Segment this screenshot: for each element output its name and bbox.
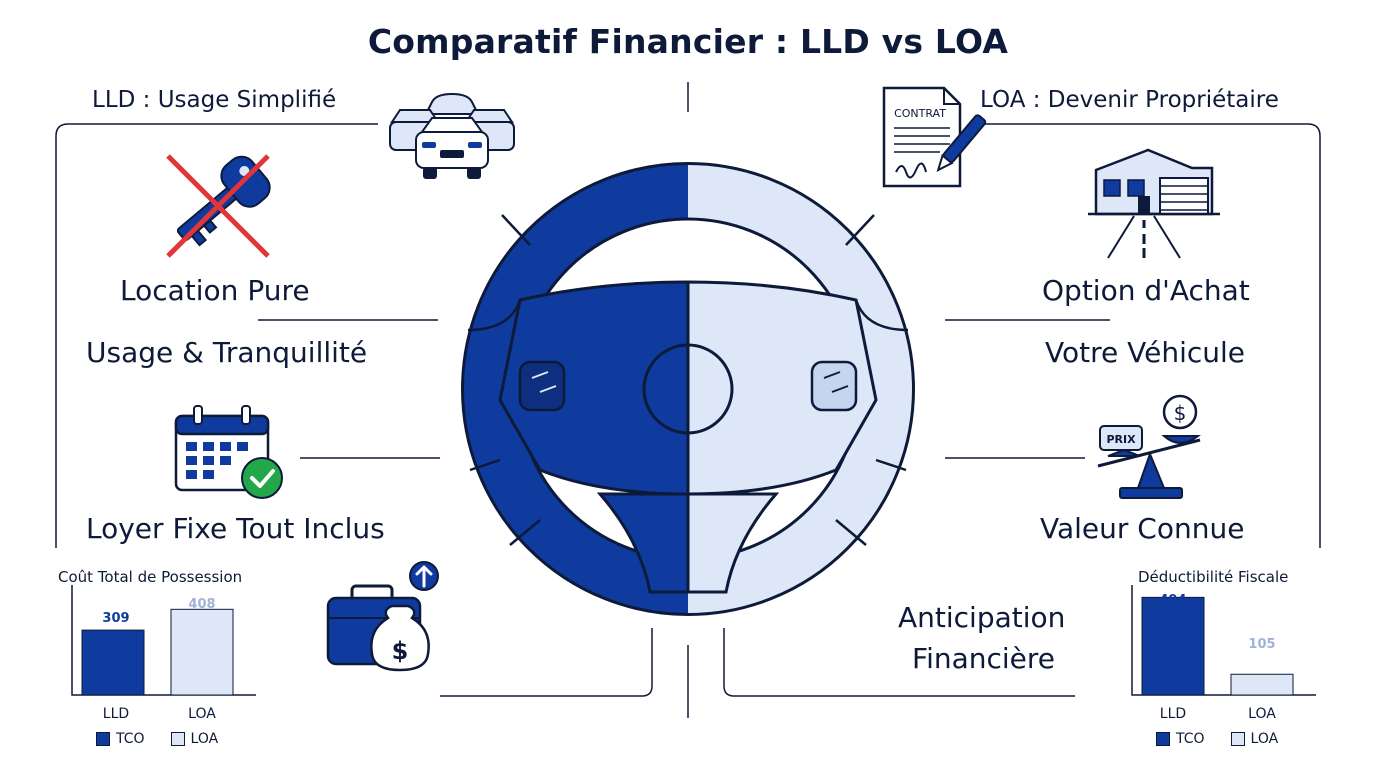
svg-text:$: $: [1174, 401, 1187, 425]
chart2-legend-tco: TCO: [1176, 731, 1205, 747]
wheel-left-half: [461, 162, 688, 616]
chart1-value-loa: 408: [188, 597, 216, 612]
chart2-fiscal: [1131, 585, 1316, 696]
chart2-title: Déductibilité Fiscale: [1138, 568, 1289, 586]
bar-loa: [170, 608, 234, 696]
chart1-legend-tco: TCO: [116, 731, 145, 747]
left-frame: [55, 123, 378, 548]
chart1-cat-lld: LLD: [102, 706, 130, 722]
bar-lld: [81, 629, 145, 696]
legend-swatch-loa: [1230, 732, 1245, 746]
svg-text:$: $: [392, 637, 409, 665]
left-bottom-connector: [440, 628, 653, 697]
cars-icon: [389, 92, 515, 179]
chart1-legend-loa: LOA: [190, 731, 219, 747]
right-item-anticipation: Anticipation: [898, 601, 1066, 634]
money-suitcase-icon: $: [326, 561, 439, 672]
chart2-cat-lld: LLD: [1159, 706, 1187, 722]
left-header: LLD : Usage Simplifié: [92, 87, 337, 113]
right-header: LOA : Devenir Propriétaire: [980, 87, 1279, 113]
legend-swatch-tco: [96, 732, 110, 746]
crossed-key-icon: [166, 154, 271, 258]
wheel-hub: [642, 343, 734, 435]
left-item-location-pure: Location Pure: [120, 274, 310, 307]
left-item-usage: Usage & Tranquillité: [86, 336, 368, 369]
bar-loa: [1230, 673, 1294, 696]
legend-swatch-tco: [1156, 732, 1170, 746]
right-bottom-connector: [723, 628, 1075, 697]
legend-swatch-loa: [170, 732, 185, 746]
right-item-vehicule: Votre Véhicule: [1045, 336, 1245, 369]
chart1-cat-loa: LOA: [188, 706, 216, 722]
right-item-option: Option d'Achat: [1042, 274, 1250, 307]
price-scale-icon: $ PRIX: [1097, 394, 1201, 499]
chart2-value-lld: 494: [1159, 593, 1187, 608]
price-label: PRIX: [1106, 433, 1136, 446]
left-item-loyer: Loyer Fixe Tout Inclus: [86, 512, 385, 545]
page-title: Comparatif Financier : LLD vs LOA: [367, 22, 1009, 61]
chart1-legend: TCO LOA: [96, 731, 218, 747]
house-road-icon: [1088, 148, 1220, 259]
chart2-cat-loa: LOA: [1248, 706, 1276, 722]
chart2-legend-loa: LOA: [1250, 731, 1279, 747]
chart2-legend: TCO LOA: [1156, 731, 1278, 747]
contract-icon: CONTRAT: [882, 86, 987, 188]
contract-label: CONTRAT: [894, 107, 946, 120]
chart1-value-lld: 309: [102, 611, 130, 626]
right-item-financiere: Financière: [912, 642, 1056, 675]
calendar-check-icon: [174, 405, 283, 499]
wheel-right-half: [688, 162, 915, 616]
chart1-tco: [71, 585, 256, 696]
chart1-title: Coût Total de Possession: [58, 568, 243, 586]
right-frame: [985, 123, 1321, 548]
chart2-value-loa: 105: [1248, 637, 1276, 652]
bar-lld: [1141, 596, 1205, 696]
right-item-valeur: Valeur Connue: [1040, 512, 1245, 545]
